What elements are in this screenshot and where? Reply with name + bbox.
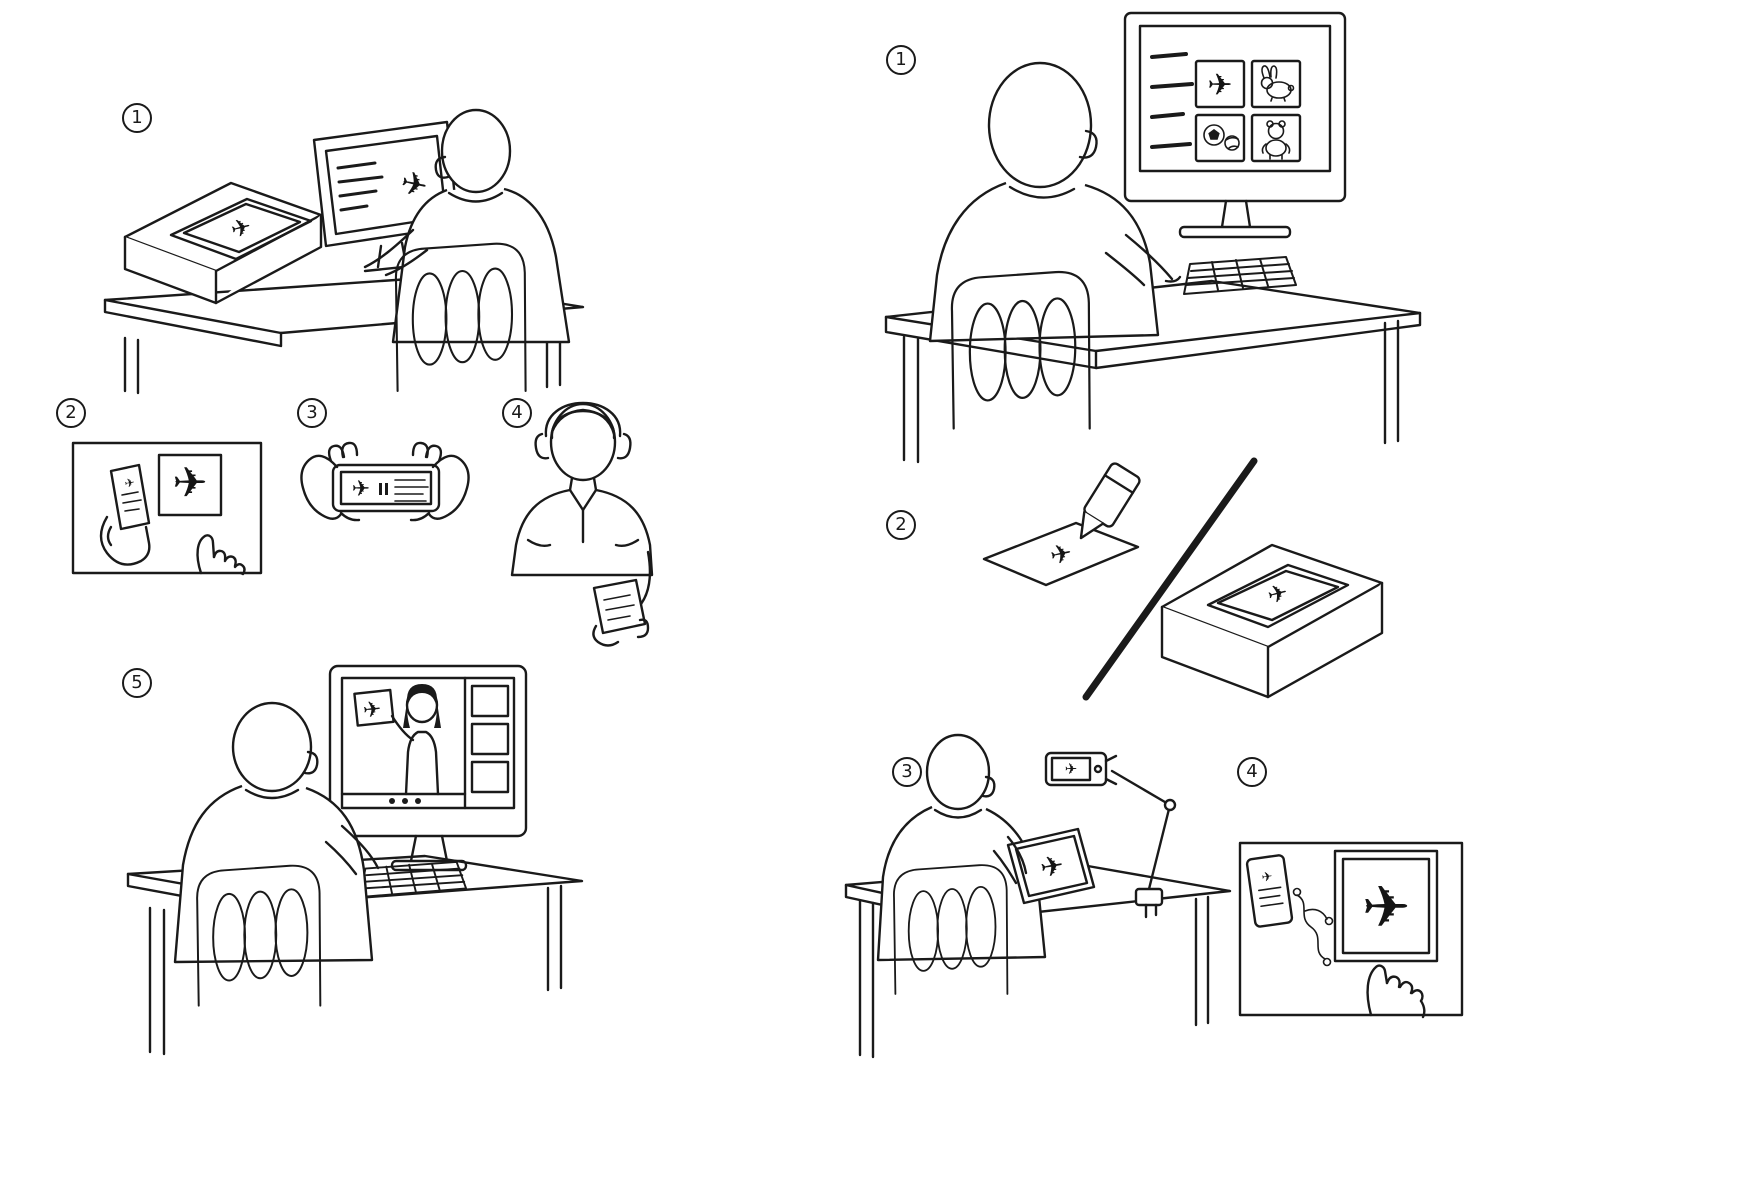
step-number: 1 <box>895 49 907 70</box>
smartphone <box>109 463 151 531</box>
scene-frame <box>71 441 263 575</box>
scene-left-5-video-call: ✈ <box>126 664 584 1056</box>
scene-right-1-desktop-grid: ✈ <box>884 11 1422 464</box>
airplane-icon: ✈ <box>1065 760 1078 778</box>
phone-camera <box>1044 751 1118 787</box>
airplane-card <box>1333 849 1439 963</box>
keyboard <box>1183 256 1297 295</box>
presenter <box>390 684 441 796</box>
or-divider-slash <box>1082 457 1258 701</box>
video-call-layout <box>340 676 510 810</box>
pause-icon <box>379 483 388 495</box>
airplane-icon: ✈ <box>172 458 207 507</box>
scene-left-3-handheld: ✈ <box>300 441 470 522</box>
airplane-icon: ✈ <box>352 477 370 502</box>
shared-card <box>353 688 395 727</box>
pointing-hand <box>196 534 246 576</box>
rabbit-icon <box>1260 65 1295 102</box>
step-badge-right-3: 3 <box>892 757 922 787</box>
screen-menu-lines <box>1150 52 1194 149</box>
airplane-icon: ✈ <box>1047 538 1075 572</box>
pointing-hand <box>1366 964 1426 1019</box>
call-control-dots <box>389 798 421 804</box>
person <box>928 61 1182 343</box>
arm-to-tablet <box>992 835 1028 885</box>
person <box>876 733 1047 962</box>
screen-text-lines <box>336 161 384 212</box>
teddy-bear-icon <box>1261 120 1291 160</box>
soccer-balls-icon <box>1203 124 1240 151</box>
printer <box>1160 543 1384 699</box>
scene-right-4-tablet-hands: ✈ ✈ <box>1238 841 1464 1019</box>
right-hand <box>409 441 470 522</box>
scene-right-3-camera-arm: ✈ ✈ <box>844 733 1232 1059</box>
smartphone <box>1245 854 1294 928</box>
marker-pen <box>1079 462 1141 540</box>
monitor <box>328 664 528 872</box>
airplane-icon: ✈ <box>1362 873 1411 941</box>
step-badge-right-1: 1 <box>886 45 916 75</box>
person-with-headphones <box>510 401 654 618</box>
smartphone <box>592 578 647 635</box>
scene-left-2-phone-card: ✈ ✈ <box>71 441 263 576</box>
step-badge-left-1: 1 <box>122 103 152 133</box>
step-number: 2 <box>65 402 77 423</box>
step-badge-left-5: 5 <box>122 668 152 698</box>
left-hand <box>300 441 361 522</box>
step-badge-left-3: 3 <box>297 398 327 428</box>
hand-holding-phone <box>592 618 650 647</box>
card-being-drawn <box>982 521 1140 587</box>
scene-left-4-headphones <box>510 401 654 647</box>
monitor <box>1123 11 1347 239</box>
printer <box>123 181 323 305</box>
step-number: 2 <box>895 514 907 535</box>
airplane-icon: ✈ <box>1261 869 1274 885</box>
screen-text-lines <box>394 479 429 502</box>
step-number: 4 <box>511 402 523 423</box>
step-badge-right-4: 4 <box>1237 757 1267 787</box>
step-badge-right-2: 2 <box>886 510 916 540</box>
airplane-icon: ✈ <box>1038 848 1067 885</box>
step-badge-left-2: 2 <box>56 398 86 428</box>
step-number: 5 <box>131 672 143 693</box>
step-number: 4 <box>1246 761 1258 782</box>
camera-arm <box>1110 769 1177 919</box>
step-number: 1 <box>131 107 143 128</box>
card <box>157 453 223 517</box>
headphone-earcup-left <box>534 432 550 460</box>
tablet <box>1006 827 1096 905</box>
icon-grid <box>1194 59 1302 163</box>
desk <box>103 277 585 395</box>
airplane-icon: ✈ <box>1207 68 1232 103</box>
airplane-icon: ✈ <box>123 475 135 491</box>
scene-left-1-desktop-printer: ✈ ✈ <box>103 108 585 395</box>
airplane-icon: ✈ <box>362 697 383 724</box>
step-badge-left-4: 4 <box>502 398 532 428</box>
headphone-earcup-right <box>616 432 632 460</box>
step-number: 3 <box>306 402 318 423</box>
scene-frame <box>1238 841 1464 1017</box>
hand-holding-phone <box>99 515 151 566</box>
step-number: 3 <box>901 761 913 782</box>
scene-right-2-make-card: ✈ ✈ <box>982 457 1384 701</box>
person <box>173 701 380 964</box>
earbuds-cable <box>1292 887 1334 967</box>
